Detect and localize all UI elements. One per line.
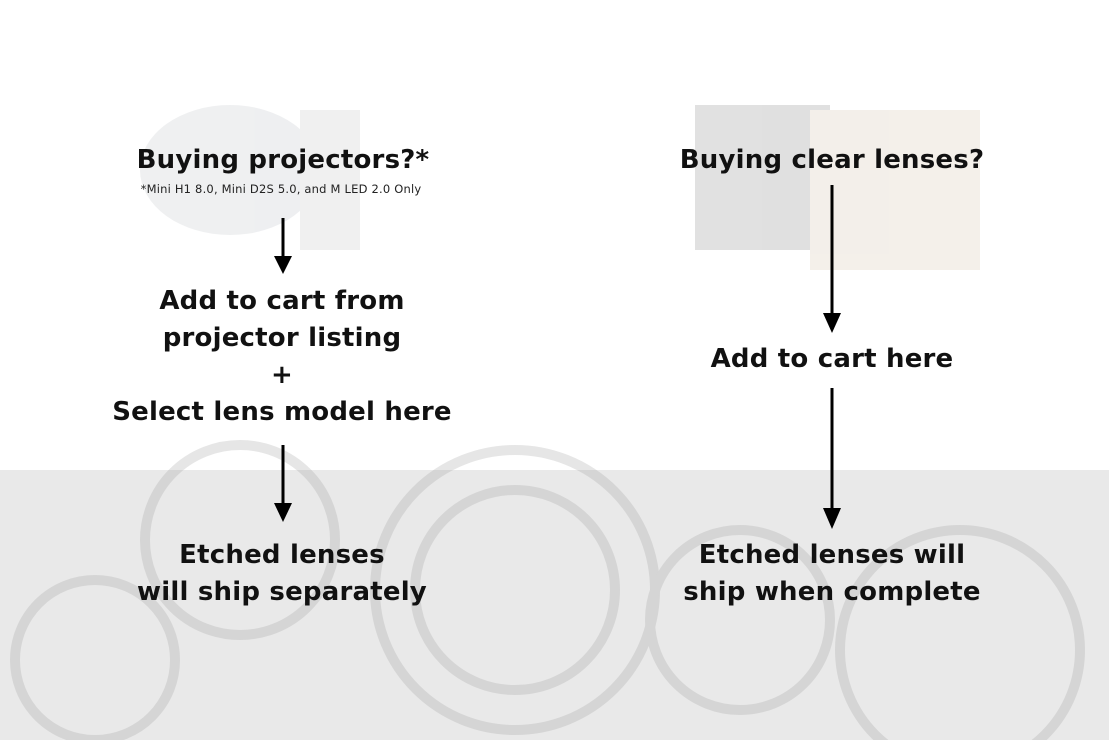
projectors-heading: Buying projectors?* [136, 145, 430, 175]
etched-complete-line1: Etched lenses will [698, 540, 966, 570]
add-to-cart-here: Add to cart here [710, 344, 954, 374]
clear-lenses-heading: Buying clear lenses? [679, 145, 985, 175]
etched-complete-line2: ship when complete [683, 577, 981, 607]
arrow-down-icon [823, 185, 841, 333]
select-lens-model: Select lens model here [112, 397, 452, 427]
projectors-note: *Mini H1 8.0, Mini D2S 5.0, and M LED 2.… [140, 182, 422, 196]
arrow-down-icon [274, 218, 292, 274]
etched-separately-line2: will ship separately [137, 577, 427, 607]
add-to-cart-projector-line2: projector listing [162, 323, 402, 353]
arrow-down-icon [823, 388, 841, 529]
arrow-down-icon [274, 445, 292, 522]
etched-separately-line1: Etched lenses [179, 540, 385, 570]
add-to-cart-projector-line1: Add to cart from [159, 286, 405, 316]
plus-sign: + [271, 360, 293, 390]
